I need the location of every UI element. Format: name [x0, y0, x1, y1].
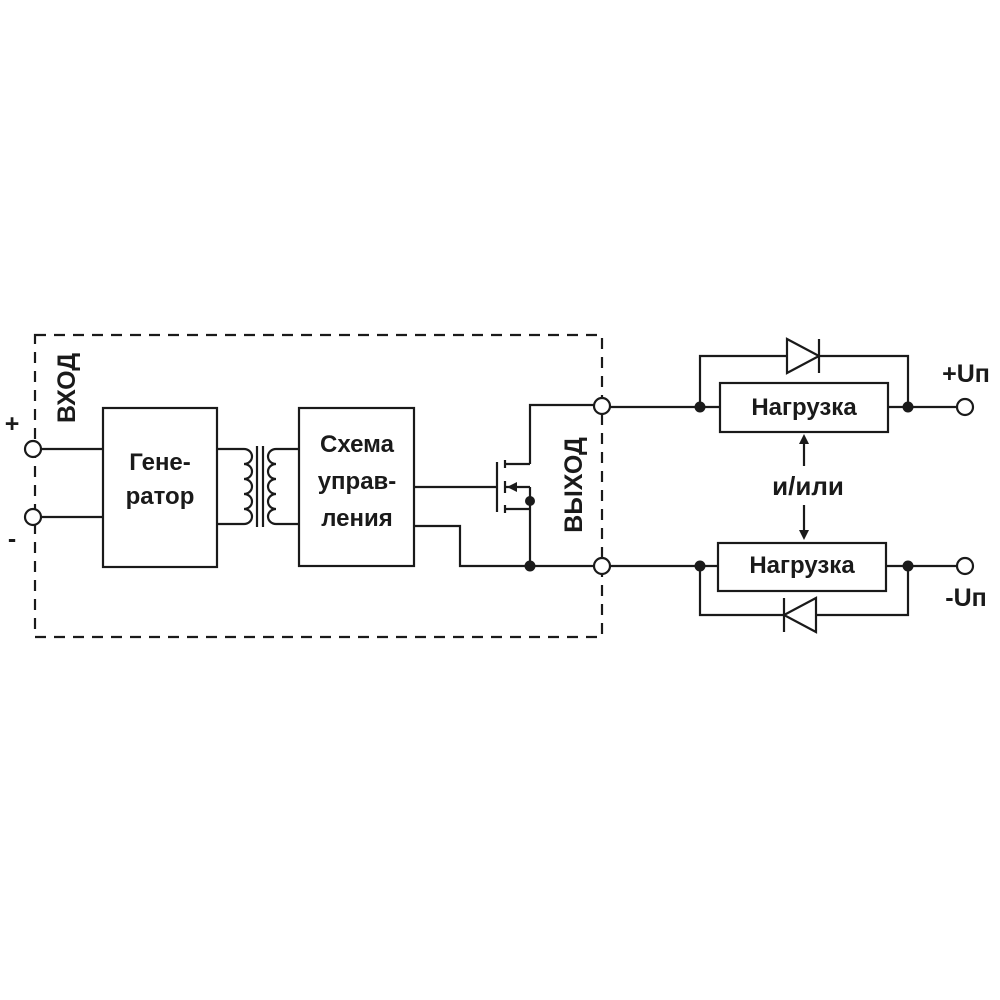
input-label: ВХОД [53, 353, 81, 423]
bottom-diode-symbol [698, 566, 910, 634]
minus-supply-terminal [955, 556, 975, 576]
input-minus-terminal [23, 507, 43, 527]
control-label-line3: ления [321, 505, 393, 532]
control-circuit-block [297, 406, 416, 568]
minus-supply-label: -Uп [945, 584, 986, 612]
bottom-load-label: Нагрузка [749, 552, 855, 579]
generator-block [101, 406, 219, 569]
output-bottom-terminal [592, 556, 612, 576]
and-or-arrow [799, 434, 809, 540]
input-plus-sign: + [5, 410, 20, 438]
top-load-block [718, 381, 890, 434]
plus-supply-label: +Uп [942, 360, 990, 388]
top-load-label: Нагрузка [751, 394, 857, 421]
input-plus-terminal [23, 439, 43, 459]
output-top-terminal [592, 396, 612, 416]
input-minus-sign: - [8, 525, 16, 553]
control-label-line1: Схема [320, 431, 395, 458]
transformer-symbol [217, 446, 299, 527]
top-diode-symbol [698, 337, 910, 407]
output-label: ВЫХОД [560, 437, 588, 533]
control-return-wire [414, 524, 530, 568]
control-label-line2: управ- [318, 468, 397, 495]
generator-label-line1: Гене- [129, 449, 191, 476]
generator-label-line2: ратор [126, 483, 195, 510]
and-or-label: и/или [772, 471, 844, 501]
plus-supply-terminal [955, 397, 975, 417]
module-boundary [33, 333, 604, 639]
mosfet-symbol [495, 403, 595, 566]
